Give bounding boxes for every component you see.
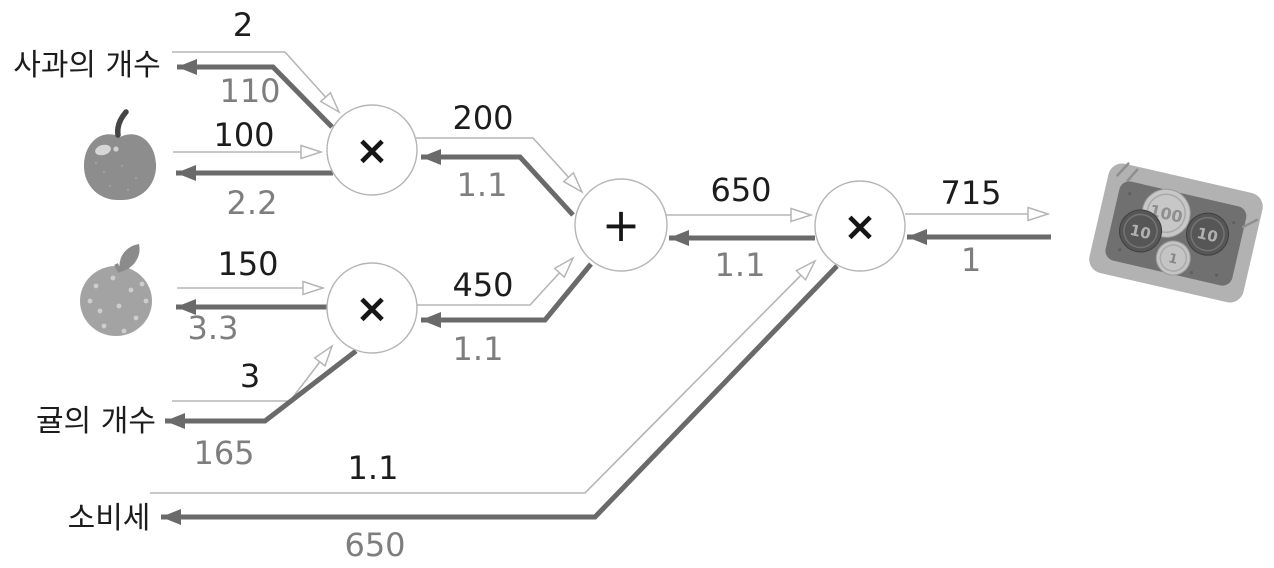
value-tax-backward: 650 [344, 526, 405, 564]
node-add-op: + [602, 198, 641, 252]
edge-apple-subtotal-forward-line [416, 137, 582, 192]
coin-10-left-label: 10 [1128, 221, 1152, 243]
value-orange-count-forward: 3 [240, 357, 260, 395]
money-tray-shine-marks [1116, 162, 1259, 229]
apple-stem [115, 109, 129, 138]
value-apple-price-backward: 2.2 [227, 184, 278, 222]
orange-dots [87, 275, 149, 334]
label-tax: 소비세 [68, 501, 151, 536]
edge-orange-subtotal-forward-line [417, 258, 573, 306]
node-apple-mul-circle [326, 104, 418, 196]
value-apple-subtotal-backward: 1.1 [457, 166, 508, 204]
node-orange-mul-op: × [355, 286, 389, 332]
apple-icon [83, 109, 157, 201]
orange-icon [80, 244, 152, 336]
value-orange-count-backward: 165 [193, 434, 254, 472]
edge-apple-count-backward-line [177, 59, 334, 129]
value-orange-subtotal-forward: 450 [452, 266, 513, 304]
label-apple-count: 사과의 개수 [13, 48, 161, 83]
input-labels: 사과의 개수 귤의 개수 소비세 [13, 48, 161, 536]
value-tax-forward: 1.1 [348, 449, 399, 487]
money-tray-speckles [1118, 191, 1236, 277]
node-add-circle [574, 178, 668, 272]
value-subtotal-forward: 650 [710, 171, 771, 209]
value-orange-subtotal-backward: 1.1 [453, 330, 504, 368]
value-orange-price-backward: 3.3 [188, 309, 239, 347]
value-apple-count-forward: 2 [233, 6, 253, 44]
coin-10-left: 10 [1119, 209, 1163, 253]
node-orange-mul-circle [326, 262, 418, 354]
edge-apple-subtotal-backward-line [421, 149, 575, 217]
apple-speckles [94, 161, 138, 192]
node-tax-mul-op: × [843, 204, 877, 250]
edge-tax-backward-line [161, 264, 839, 525]
money-tray-icon: 100 10 10 1 [1089, 162, 1263, 303]
apple-highlight [95, 144, 111, 156]
value-total-forward: 715 [940, 174, 1001, 212]
orange-stem [114, 263, 122, 273]
backward-values: 110 2.2 3.3 165 1.1 1.1 1.1 650 1 [188, 72, 982, 564]
value-subtotal-backward: 1.1 [715, 246, 766, 284]
value-total-backward: 1 [961, 241, 981, 279]
node-tax-mul-circle [814, 180, 906, 272]
nodes: × × + × [326, 104, 906, 354]
coin-10-right: 10 [1186, 212, 1230, 256]
value-apple-subtotal-forward: 200 [452, 99, 513, 137]
value-apple-price-forward: 100 [213, 116, 274, 154]
label-orange-count: 귤의 개수 [36, 404, 156, 439]
value-apple-count-backward: 110 [219, 72, 280, 110]
value-orange-price-forward: 150 [217, 245, 278, 283]
edge-orange-subtotal-backward-line [421, 262, 593, 328]
coin-10-right-label: 10 [1195, 224, 1219, 246]
coin-1-label: 1 [1167, 251, 1179, 268]
edge-apple-count-forward-line [172, 51, 339, 112]
apple-highlight-dot [113, 146, 119, 152]
edge-tax-forward-line [150, 261, 815, 494]
coin-1: 1 [1155, 240, 1191, 276]
edge-orange-count-backward-line [165, 349, 358, 429]
forward-values: 2 100 150 3 200 450 650 1.1 715 [213, 6, 1001, 487]
backward-edges [161, 59, 1051, 525]
apple-body [83, 134, 157, 201]
node-apple-mul-op: × [355, 128, 389, 174]
orange-leaf [119, 244, 140, 272]
forward-edges [150, 51, 1048, 494]
